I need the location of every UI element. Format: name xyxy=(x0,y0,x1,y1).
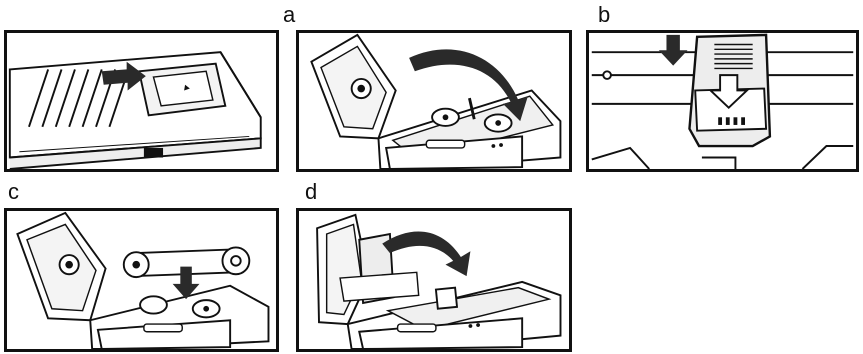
printer-top-illustration xyxy=(7,33,276,169)
step-label-b: b xyxy=(598,4,610,26)
step-label-c: c xyxy=(8,181,19,203)
panel-open-cover xyxy=(296,30,572,172)
panel-insert-card xyxy=(4,30,279,172)
ribbon-insert-illustration xyxy=(7,211,276,349)
printer-open-cover-illustration xyxy=(299,33,569,169)
down-arrow-icon xyxy=(659,35,688,66)
step-label-a: a xyxy=(283,4,295,26)
rotate-arrow-icon xyxy=(382,231,470,276)
cartridge-illustration xyxy=(589,33,856,169)
panel-insert-ribbon xyxy=(4,208,279,352)
panel-press-cartridge xyxy=(586,30,859,172)
printer-close-cover-illustration xyxy=(299,211,569,349)
step-label-d: d xyxy=(305,181,317,203)
panel-close-cover xyxy=(296,208,572,352)
